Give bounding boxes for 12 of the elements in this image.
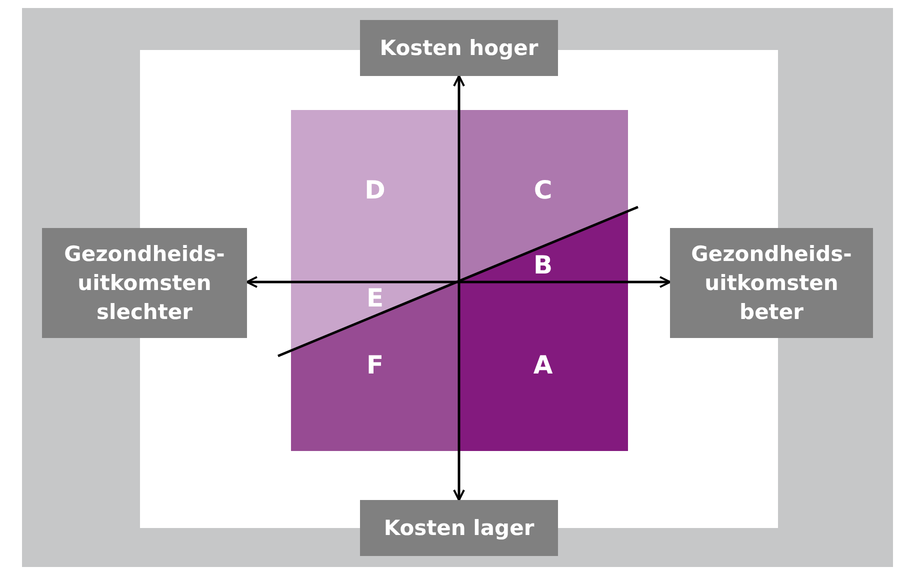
axis-label-box: Kosten lager — [360, 500, 558, 556]
quadrant-letter: B — [533, 250, 553, 280]
axis-arrow — [453, 75, 465, 501]
quadrant-letter: D — [364, 176, 386, 204]
quadrant-letter: C — [534, 176, 552, 204]
axis-label-box: Kosten hoger — [360, 20, 558, 76]
axis-label-box: Gezondheids-uitkomsten beter — [670, 228, 873, 338]
axis-arrow — [246, 276, 671, 288]
quadrant-letter: E — [366, 284, 384, 312]
quadrant-letter: A — [533, 350, 553, 380]
quadrant-letter: F — [366, 350, 384, 380]
axis-label-box: Gezondheids-uitkomsten slechter — [42, 228, 247, 338]
